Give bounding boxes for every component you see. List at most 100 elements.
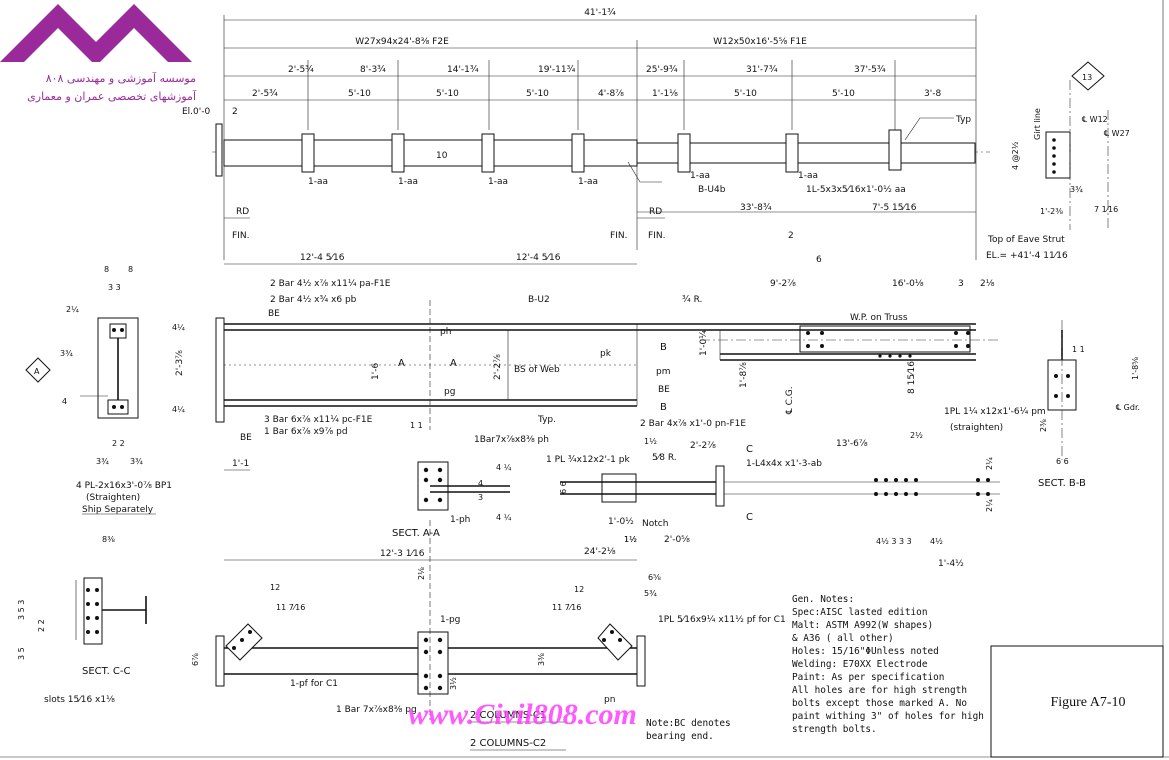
dim-h188: 1'-8⅞ <box>739 362 749 388</box>
section-a-right: A <box>450 358 457 369</box>
w12-label: W12x50x16'-5⅝ F1E <box>713 37 807 47</box>
aa-d4: 4 <box>478 479 483 488</box>
watermark: www.Civil808.com <box>408 698 637 731</box>
mid-d208: 2'-0⅝ <box>664 535 690 545</box>
columns-c1: 2 COLUMNS-C1 <box>470 710 546 721</box>
section-cc-title: SECT. C-C <box>82 666 131 677</box>
left-end-section: 8 8 3 3 2¼ 4¼ 2'-3⅞ 4¼ 3¾ 4 2 2 3¾ 3¾ A … <box>25 265 185 515</box>
notes-holes: Holes: 15/16"ΦUnless noted <box>792 646 939 657</box>
notes-paint: Paint: As per specification <box>792 672 944 683</box>
col-d65: 6⅝ <box>648 573 661 582</box>
pk-label: pk <box>600 349 612 359</box>
figure-label: Figure A7-10 <box>1050 695 1125 710</box>
section-b-top: B <box>660 342 667 353</box>
notes-spec: Spec:AISC lasted edition <box>792 607 927 618</box>
aa-6: 1-aa <box>798 171 818 181</box>
dim-d5: 25'-9¾ <box>646 65 678 75</box>
cc-d353: 3 5 3 <box>17 600 26 620</box>
dim-d4: 19'-11¾ <box>538 65 576 75</box>
h4: 4 <box>62 397 67 406</box>
dim-33: 33'-8¾ <box>740 203 772 213</box>
fin-left: FIN. <box>232 231 249 241</box>
svg-text:13: 13 <box>1082 73 1092 82</box>
bar-pg: 1 Bar 7x⅞x8⅜ pg <box>336 705 417 715</box>
w22: 2 2 <box>112 439 125 448</box>
bb-d136: 13'-6⅞ <box>836 439 868 449</box>
gdr-label: ℄ Gdr. <box>1116 403 1140 412</box>
bb-d214b: 2¼ <box>985 499 994 512</box>
wp-truss: W.P. on Truss <box>850 313 908 323</box>
mid-d112: 1½ <box>644 437 657 446</box>
girt-line: Girt line <box>1033 108 1042 140</box>
section-a-left: A <box>398 358 405 369</box>
general-notes: Gen. Notes: Spec:AISC lasted edition Mal… <box>646 594 984 742</box>
bb-d11: 1 1 <box>1072 345 1085 354</box>
bb-d214: 2¼ <box>985 457 994 470</box>
top-beam-plan: El.0'-0 2 10 1-aa 1-aa 1-aa 1-aa 1-aa 1-… <box>182 107 990 195</box>
dim-ten: 10 <box>436 151 448 161</box>
w34b: 3¾ <box>130 457 143 466</box>
typ-label: Typ <box>955 115 971 125</box>
dim-h12a: 12'-4 5⁄16 <box>300 253 345 263</box>
dim-h104: 1'-0¼ <box>699 330 709 356</box>
col-d12: 12 <box>270 583 280 592</box>
aa-2: 1-aa <box>398 177 418 187</box>
aa-1: 1-aa <box>308 177 328 187</box>
be-right: BE <box>658 385 670 395</box>
dim-216: 2⅛ <box>980 279 995 289</box>
ph-label: ph <box>440 327 451 337</box>
ship-separately: Ship Separately <box>82 505 154 515</box>
notes-bolts-1: All holes are for high strength <box>792 685 967 696</box>
r58: 5⁄8 R. <box>652 453 677 463</box>
dim-e6: 1'-1⅛ <box>652 89 678 99</box>
notch-label: Notch <box>642 519 668 529</box>
dim-d3: 14'-1¾ <box>447 65 479 75</box>
notes-bolts-3: paint withing 3" of holes for high <box>792 711 984 722</box>
dim-75: 7'-5 15⁄16 <box>872 203 917 213</box>
pm-label: pm <box>656 367 670 377</box>
be-bottom: BE <box>240 433 252 443</box>
bu2-label: B-U2 <box>528 295 550 305</box>
aa-d44: 4 ¼ <box>496 463 512 472</box>
straighten-2: (Straighten) <box>86 493 140 503</box>
bs-web: BS of Web <box>514 365 560 375</box>
col-d1231: 12'-3 1⁄16 <box>380 549 425 559</box>
eave-strut: Top of Eave Strut <box>987 235 1065 245</box>
notes-welding: Welding: E70XX Electrode <box>792 659 928 670</box>
h414b: 4¼ <box>172 405 185 414</box>
dim-h12b: 12'-4 5⁄16 <box>516 253 561 263</box>
dim-e5: 4'-8⅞ <box>598 89 624 99</box>
aa-d3: 3 <box>478 493 483 502</box>
col-d2421: 24'-2⅛ <box>584 547 616 557</box>
dim-h227: 2'-2⅞ <box>493 354 503 380</box>
cc-d22: 2 2 <box>37 619 46 632</box>
bc-note-2: bearing end. <box>646 731 714 742</box>
dim-3: 3 <box>958 279 964 289</box>
w8a: 8 <box>104 265 109 274</box>
slots-label: slots 15⁄16 x1⅛ <box>44 695 115 705</box>
aa-d44b: 4 ¼ <box>496 513 512 522</box>
mid-d22: 2'-2⅞ <box>690 441 716 451</box>
pl-pf: 1PL 5⁄16x9¼ x11½ pf for C1 <box>658 615 786 625</box>
section-aa: SECT. A-A 1Bar7x⅞x8⅜ ph 1-ph 1 1 4 ¼ 4 3… <box>392 421 549 539</box>
section-c-bottom: C <box>746 512 753 523</box>
dim-e7: 5'-10 <box>734 89 757 99</box>
w34a: 3¾ <box>96 457 109 466</box>
columns-c2: 2 COLUMNS-C2 <box>470 738 546 749</box>
bar-pa: 2 Bar 4½ x⅞ x11¼ pa-F1E <box>270 279 391 289</box>
a-marker: A <box>34 367 40 376</box>
pg-label: pg <box>444 387 455 397</box>
bb-d8: 1'-8⅝ <box>1131 357 1140 380</box>
base-plate: 4 PL-2x16x3'-0⅞ BP1 <box>76 481 172 491</box>
pl-pk: 1 PL ¾x12x2'-1 pk <box>546 455 630 465</box>
col-d114: 11 7⁄16 <box>276 603 305 612</box>
bar-pb: 2 Bar 4½ x¾ x6 pb <box>270 295 357 305</box>
r34-label: ¾ R. <box>682 295 702 305</box>
dim-11: 1'-1 <box>232 459 249 469</box>
col-d312: 3½ <box>449 677 458 690</box>
bb-d413: 4½ 3 3 3 <box>876 537 912 546</box>
dim-e4: 5'-10 <box>526 89 549 99</box>
dim-d2: 8'-3¾ <box>360 65 386 75</box>
h414: 4¼ <box>172 323 185 332</box>
mid-d66: 6 6 <box>559 481 568 494</box>
